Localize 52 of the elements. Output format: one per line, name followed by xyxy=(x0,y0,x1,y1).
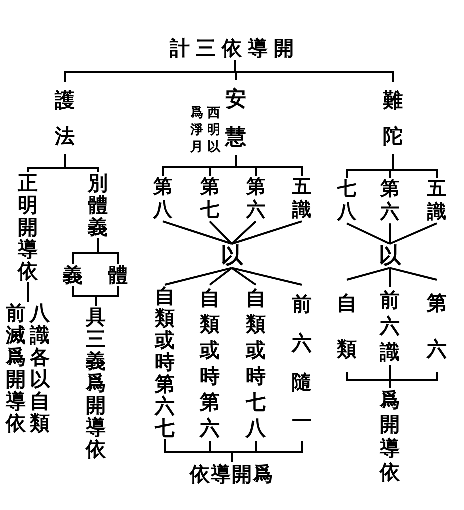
connector-line xyxy=(164,267,232,286)
title-text: 計三依導開 xyxy=(170,36,300,60)
vertical-text: 安慧 xyxy=(226,80,246,156)
connector-line xyxy=(27,282,29,302)
vertical-text: 義 xyxy=(63,264,83,286)
annotation-text: 爲淨月 xyxy=(190,106,204,157)
vertical-text: 自類 xyxy=(337,280,357,372)
vertical-text: 以 xyxy=(221,244,243,268)
connector-line xyxy=(390,222,438,245)
connector-line xyxy=(346,267,390,281)
vertical-text: 自類或時第六七 xyxy=(155,285,175,439)
connector-line xyxy=(231,220,257,245)
connector-line xyxy=(232,267,302,286)
vertical-text: 體 xyxy=(108,264,128,286)
vertical-text: 第八 xyxy=(154,176,172,222)
connector-line xyxy=(162,220,232,245)
vertical-text: 八識各以自類 xyxy=(30,302,50,434)
vertical-text: 爲開導依 xyxy=(380,388,400,484)
connector-line xyxy=(209,267,233,286)
vertical-text: 第七 xyxy=(200,176,220,222)
vertical-text: 以 xyxy=(379,244,401,268)
connector-line xyxy=(346,222,390,245)
connector-line xyxy=(232,220,302,245)
connector-line xyxy=(64,154,99,172)
vertical-text: 五識 xyxy=(428,178,446,224)
vertical-text: 前六隨一 xyxy=(292,285,312,441)
vertical-text: 護法 xyxy=(55,82,75,154)
vertical-text: 自類或時七八 xyxy=(246,285,266,441)
vertical-text: 五識 xyxy=(292,176,312,222)
connector-line xyxy=(389,372,438,388)
vertical-text: 具三義爲開導依 xyxy=(86,306,106,460)
vertical-text: 別體義 xyxy=(88,172,108,238)
vertical-text: 正明開導依 xyxy=(18,172,38,282)
connector-line xyxy=(390,267,438,281)
vertical-text: 前六識 xyxy=(380,287,400,365)
connector-line xyxy=(389,268,391,287)
vertical-text: 前滅爲開導依 xyxy=(6,302,26,434)
vertical-text: 第六 xyxy=(380,178,400,224)
connector-line xyxy=(389,224,391,244)
connector-line xyxy=(231,267,257,286)
bracket-text: 依導開爲 xyxy=(190,462,274,486)
vertical-text: 第六 xyxy=(246,176,266,222)
connector-line xyxy=(95,286,119,306)
connector-line xyxy=(209,220,233,245)
vertical-text: 七八 xyxy=(338,178,356,224)
connector-line xyxy=(234,60,394,82)
connector-line xyxy=(97,238,119,264)
vertical-text: 難陀 xyxy=(383,82,403,154)
annotation-text: 西明以 xyxy=(208,106,220,157)
connector-line xyxy=(231,441,303,462)
vertical-text: 第六 xyxy=(427,280,447,372)
vertical-text: 自類或時第六 xyxy=(200,285,220,441)
